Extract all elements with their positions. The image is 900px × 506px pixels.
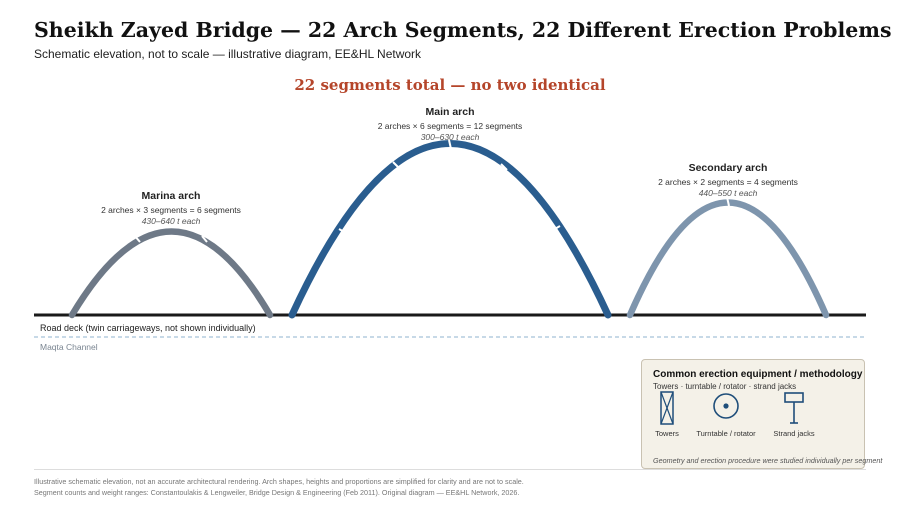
legend-item-turntable: Turntable / rotator xyxy=(691,390,761,438)
footer-disclaimer: Illustrative schematic elevation, not an… xyxy=(34,477,524,486)
arch-name: Main arch xyxy=(425,106,475,118)
segment-joint xyxy=(201,235,208,243)
legend-item-towers: Towers xyxy=(632,390,702,438)
legend-note: Geometry and erection procedure were stu… xyxy=(653,456,883,465)
segment-joint xyxy=(338,228,347,234)
legend-item-label: Towers xyxy=(655,429,679,438)
legend-item-label: Strand jacks xyxy=(773,429,815,438)
secondary-arch-label: Secondary arch 2 arches × 2 segments = 4… xyxy=(618,162,838,198)
marina-arch xyxy=(68,228,274,319)
arch-footing xyxy=(267,312,273,318)
arch-segment-count: 2 arches × 2 segments = 4 segments xyxy=(658,177,798,187)
arch-name: Secondary arch xyxy=(688,162,768,174)
arch-name: Marina arch xyxy=(141,190,201,202)
arch-segment-count: 2 arches × 6 segments = 12 segments xyxy=(377,121,523,131)
footer-source: Segment counts and weight ranges: Consta… xyxy=(34,488,520,497)
legend-subtitle: Towers · turntable / rotator · strand ja… xyxy=(653,382,797,391)
segment-joint xyxy=(500,163,508,171)
arch-footing xyxy=(627,312,633,318)
maqta-channel-label: Maqta Channel xyxy=(40,342,98,352)
arch-weight-range: 430–640 t each xyxy=(141,216,201,226)
arch-segment-count: 2 arches × 3 segments = 6 segments xyxy=(101,205,241,215)
segment-joint xyxy=(392,161,400,169)
secondary-arch xyxy=(626,199,830,319)
page-title: Sheikh Zayed Bridge — 22 Arch Segments, … xyxy=(34,18,892,42)
legend-item-label: Turntable / rotator xyxy=(696,429,756,438)
strand-jack-icon xyxy=(784,392,804,424)
headline: 22 segments total — no two identical xyxy=(294,76,606,94)
legend-item-strand-jacks: Strand jacks xyxy=(759,390,829,438)
main-arch-label: Main arch 2 arches × 6 segments = 12 seg… xyxy=(340,106,560,142)
legend-title: Common erection equipment / methodology xyxy=(653,369,863,380)
segment-joint xyxy=(133,234,141,243)
marina-arch-label: Marina arch 2 arches × 3 segments = 6 se… xyxy=(61,190,281,226)
segment-joint xyxy=(448,139,452,150)
arch-footing xyxy=(69,312,75,318)
road-deck-label: Road deck (twin carriageways, not shown … xyxy=(40,323,256,333)
segment-joints xyxy=(133,139,730,243)
turntable-icon xyxy=(713,393,739,419)
footer-divider xyxy=(34,469,866,470)
arch-footing xyxy=(289,312,295,318)
page-subtitle: Schematic elevation, not to scale — illu… xyxy=(34,47,422,61)
arch-weight-range: 300–630 t each xyxy=(420,132,480,142)
segment-joint xyxy=(552,225,561,231)
arch-footing xyxy=(823,312,829,318)
tower-icon xyxy=(660,391,674,425)
arch-footing xyxy=(605,312,611,318)
arch-weight-range: 440–550 t each xyxy=(698,188,758,198)
equipment-legend: Common erection equipment / methodology … xyxy=(641,359,882,469)
segment-joint xyxy=(726,196,730,207)
